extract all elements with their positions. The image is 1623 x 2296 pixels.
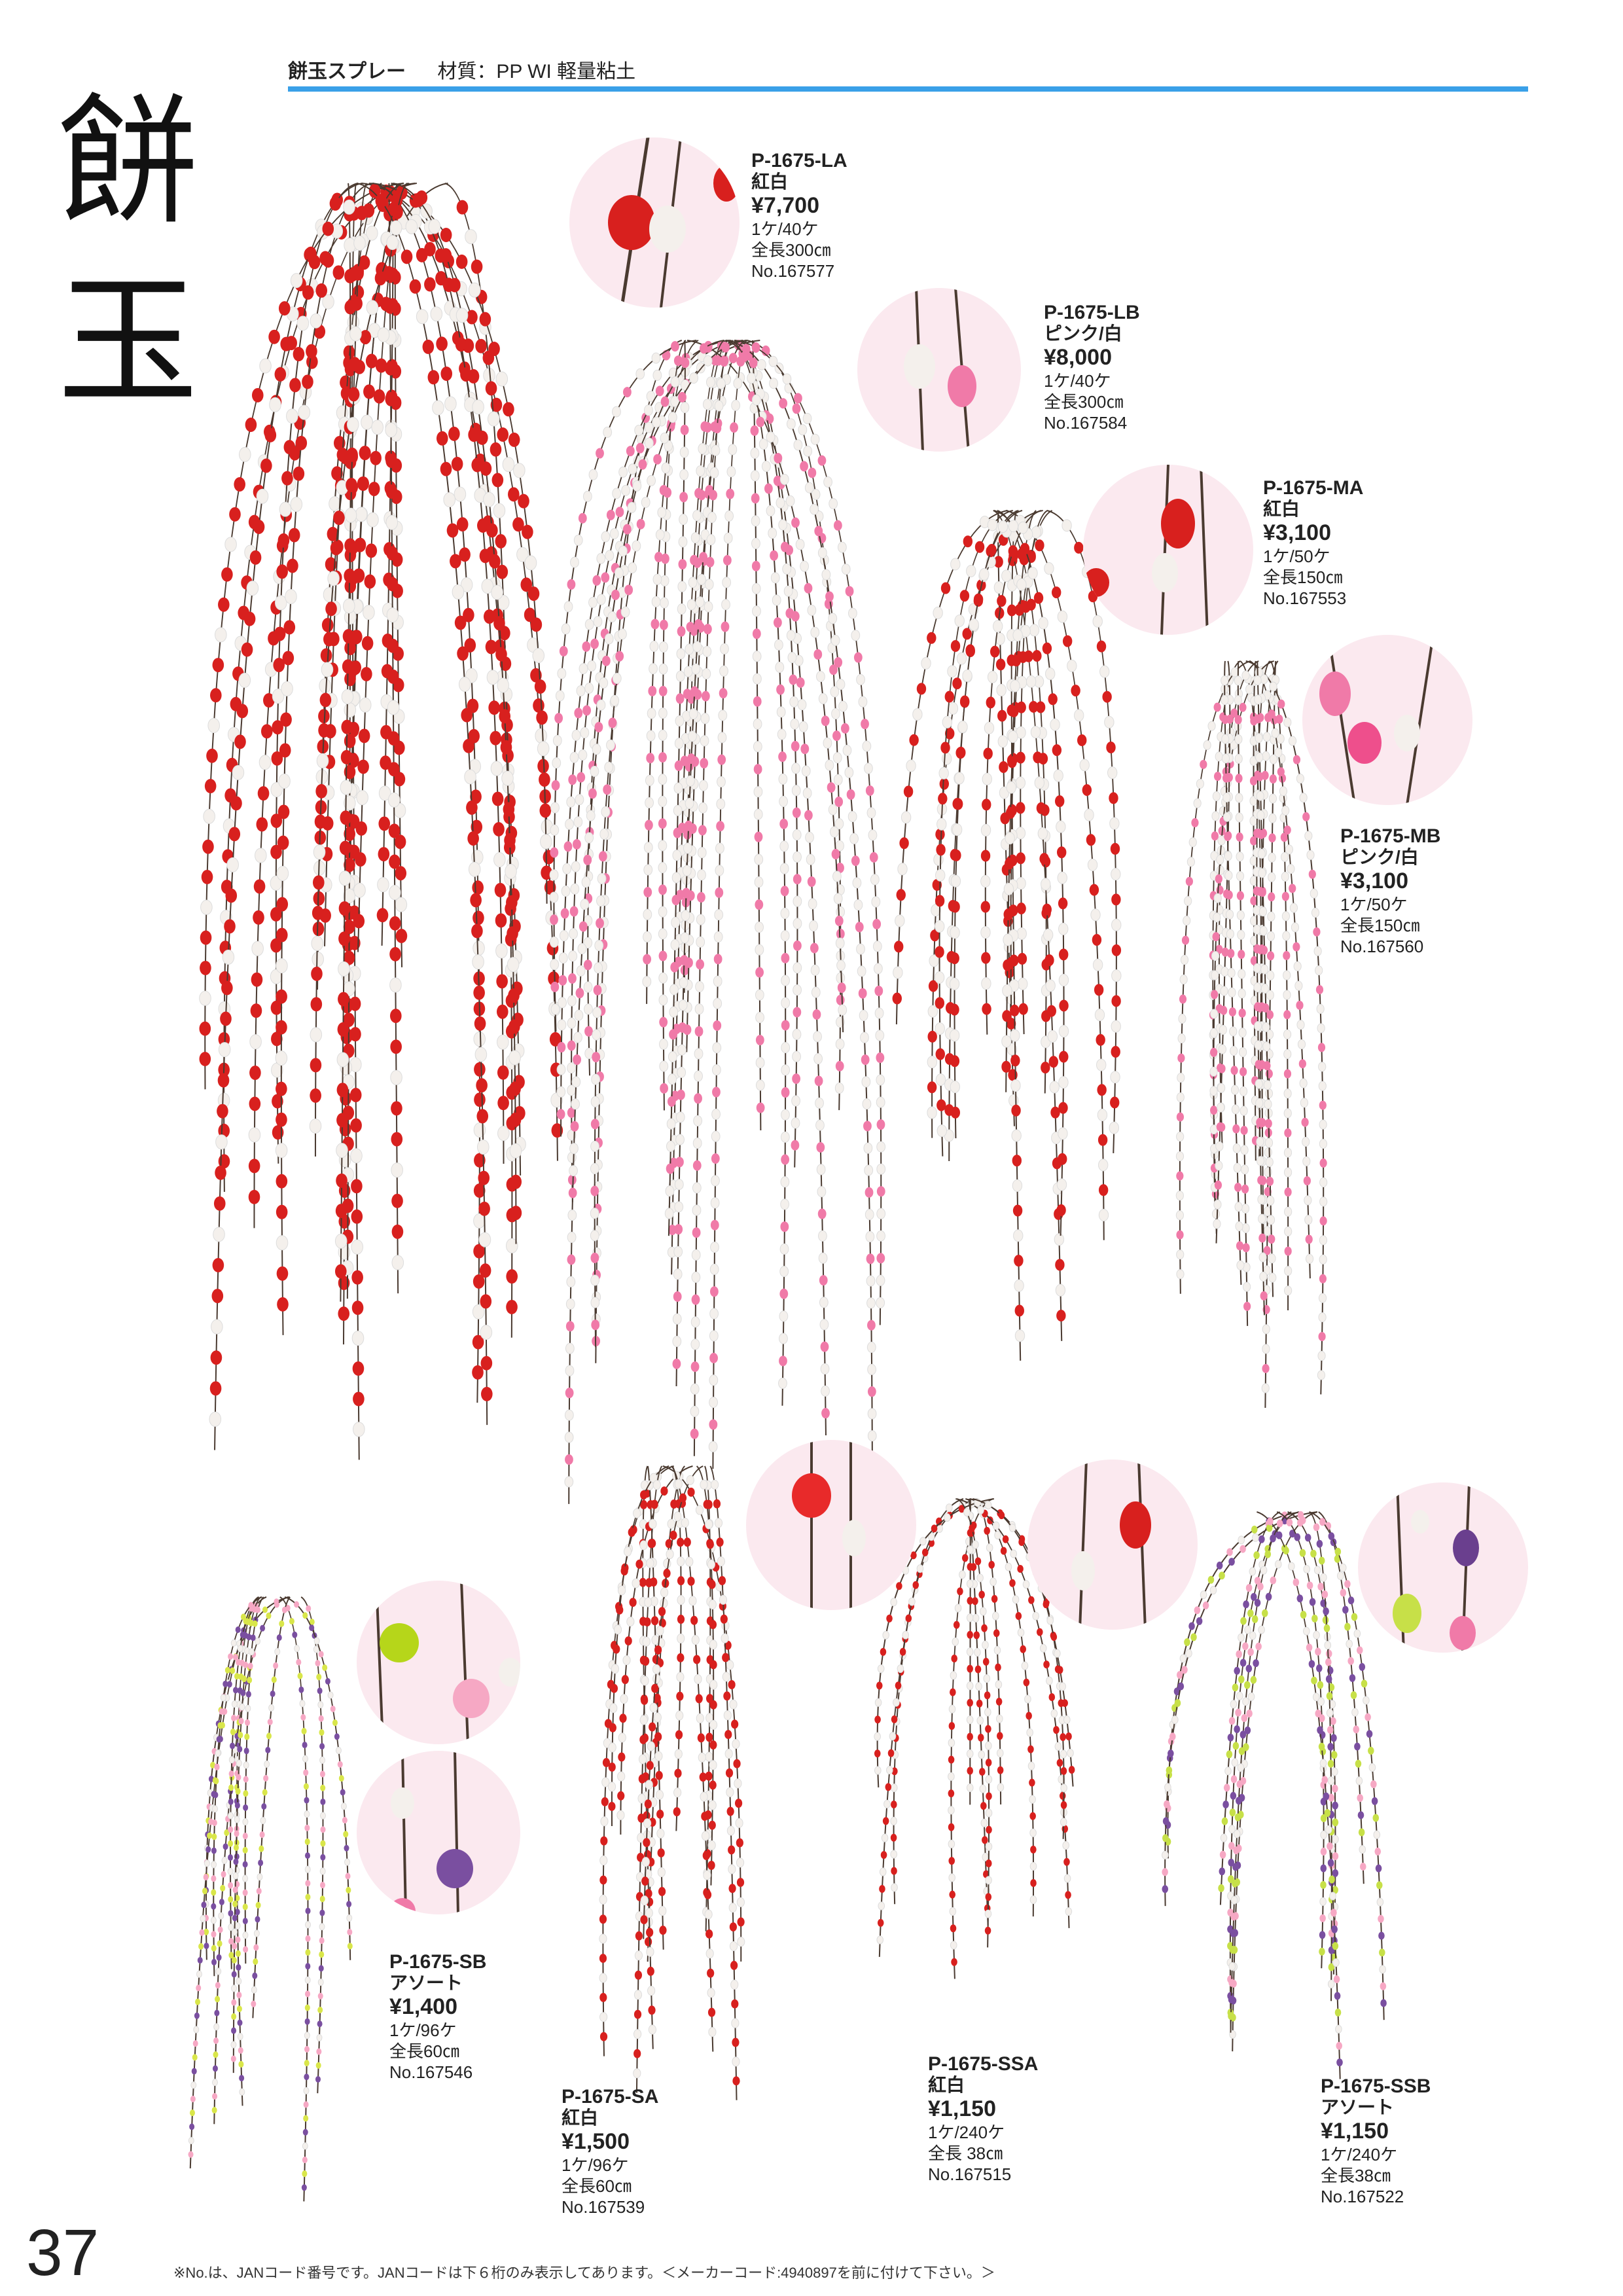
zoom-ssb: [1358, 1482, 1528, 1653]
zoom-lb: [857, 288, 1021, 452]
spray-ssb: [1162, 1511, 1387, 2079]
zoom-sb-2: [357, 1751, 520, 1914]
product-color: ピンク/白: [1044, 323, 1122, 344]
zoom-mb: [1302, 635, 1472, 805]
product-ma: P-1675-MA 紅白 ¥3,100 1ケ/50ケ 全長150㎝ No.167…: [1263, 478, 1363, 609]
zoom-sa: [746, 1440, 916, 1610]
product-ssb: P-1675-SSB アソート ¥1,150 1ケ/240ケ 全長38㎝ No.…: [1321, 2076, 1431, 2207]
product-length: 全長38㎝: [1321, 2166, 1391, 2185]
big-title-char-1: 餅: [58, 80, 198, 244]
spray-ma: [892, 510, 1122, 1361]
big-title: 餅 玉: [58, 72, 254, 432]
zoom-ma: [1083, 465, 1253, 635]
page-number: 37: [26, 2216, 99, 2289]
product-price: ¥3,100: [1263, 520, 1331, 545]
product-mb: P-1675-MB ピンク/白 ¥3,100 1ケ/50ケ 全長150㎝ No.…: [1340, 826, 1440, 957]
spray-ssa: [874, 1498, 1075, 1979]
product-length: 全長300㎝: [751, 240, 831, 260]
zoom-la: [569, 137, 740, 308]
material-note: 材質：PP WI 軽量粘土: [437, 61, 636, 82]
product-la: P-1675-LA 紅白 ¥7,700 1ケ/40ケ 全長300㎝ No.167…: [751, 151, 847, 281]
product-price: ¥8,000: [1044, 345, 1112, 370]
product-number: No.167546: [389, 2062, 473, 2082]
product-length: 全長60㎝: [562, 2176, 632, 2196]
product-code: P-1675-MA: [1263, 477, 1364, 499]
product-length: 全長150㎝: [1263, 567, 1343, 587]
product-number: No.167515: [928, 2164, 1012, 2184]
big-title-char-2: 玉: [58, 260, 198, 424]
product-number: No.167522: [1321, 2187, 1404, 2206]
product-price: ¥1,150: [1321, 2119, 1389, 2144]
product-length: 全長 38㎝: [928, 2144, 1003, 2163]
spray-sa: [599, 1465, 745, 2100]
product-color: アソート: [1321, 2097, 1395, 2117]
product-color: 紅白: [928, 2075, 965, 2095]
product-code: P-1675-SSB: [1321, 2075, 1431, 2097]
product-number: No.167560: [1340, 937, 1424, 956]
spray-sb: [188, 1596, 353, 2202]
product-sb: P-1675-SB アソート ¥1,400 1ケ/96ケ 全長60㎝ No.16…: [389, 1952, 486, 2083]
header-rule: [288, 86, 1528, 92]
product-color: 紅白: [1263, 499, 1300, 519]
product-qty: 1ケ/50ケ: [1263, 547, 1330, 566]
product-length: 全長300㎝: [1044, 392, 1124, 412]
spray-la: [199, 183, 563, 1460]
product-qty: 1ケ/240ケ: [928, 2123, 1005, 2142]
product-code: P-1675-SB: [389, 1951, 487, 1973]
section-header: 餅玉スプレー 材質：PP WI 軽量粘土: [288, 55, 635, 84]
product-qty: 1ケ/96ケ: [562, 2155, 629, 2175]
product-length: 全長60㎝: [389, 2041, 459, 2061]
product-price: ¥7,700: [751, 193, 819, 218]
footer-note: ※No.は、JANコード番号です。JANコードは下６桁のみ表示してあります。＜メ…: [173, 2265, 995, 2281]
product-code: P-1675-LA: [751, 150, 847, 171]
product-ssa: P-1675-SSA 紅白 ¥1,150 1ケ/240ケ 全長 38㎝ No.1…: [928, 2054, 1038, 2185]
product-color: 紅白: [751, 171, 789, 192]
product-price: ¥3,100: [1340, 869, 1408, 893]
spray-mb: [1175, 660, 1328, 1408]
product-qty: 1ケ/40ケ: [751, 219, 819, 239]
product-price: ¥1,400: [389, 1994, 457, 2019]
product-code: P-1675-SSA: [928, 2053, 1039, 2075]
spray-lb: [549, 340, 886, 1504]
product-qty: 1ケ/96ケ: [389, 2020, 457, 2040]
product-code: P-1675-LB: [1044, 302, 1140, 323]
product-length: 全長150㎝: [1340, 916, 1420, 935]
product-qty: 1ケ/240ケ: [1321, 2145, 1398, 2164]
product-number: No.167584: [1044, 413, 1128, 433]
product-sa: P-1675-SA 紅白 ¥1,500 1ケ/96ケ 全長60㎝ No.1675…: [562, 2087, 658, 2217]
product-qty: 1ケ/40ケ: [1044, 371, 1111, 391]
product-color: アソート: [389, 1973, 463, 1993]
product-code: P-1675-MB: [1340, 825, 1441, 847]
product-number: No.167539: [562, 2197, 645, 2217]
product-code: P-1675-SA: [562, 2086, 659, 2108]
product-number: No.167553: [1263, 588, 1347, 608]
product-lb: P-1675-LB ピンク/白 ¥8,000 1ケ/40ケ 全長300㎝ No.…: [1044, 302, 1140, 433]
product-price: ¥1,150: [928, 2096, 996, 2121]
zoom-sb-1: [357, 1581, 520, 1744]
product-qty: 1ケ/50ケ: [1340, 895, 1408, 914]
product-color: ピンク/白: [1340, 847, 1419, 867]
zoom-ssa: [1027, 1460, 1198, 1630]
product-color: 紅白: [562, 2108, 599, 2128]
section-title: 餅玉スプレー: [288, 61, 406, 82]
product-price: ¥1,500: [562, 2129, 630, 2154]
product-number: No.167577: [751, 261, 835, 281]
